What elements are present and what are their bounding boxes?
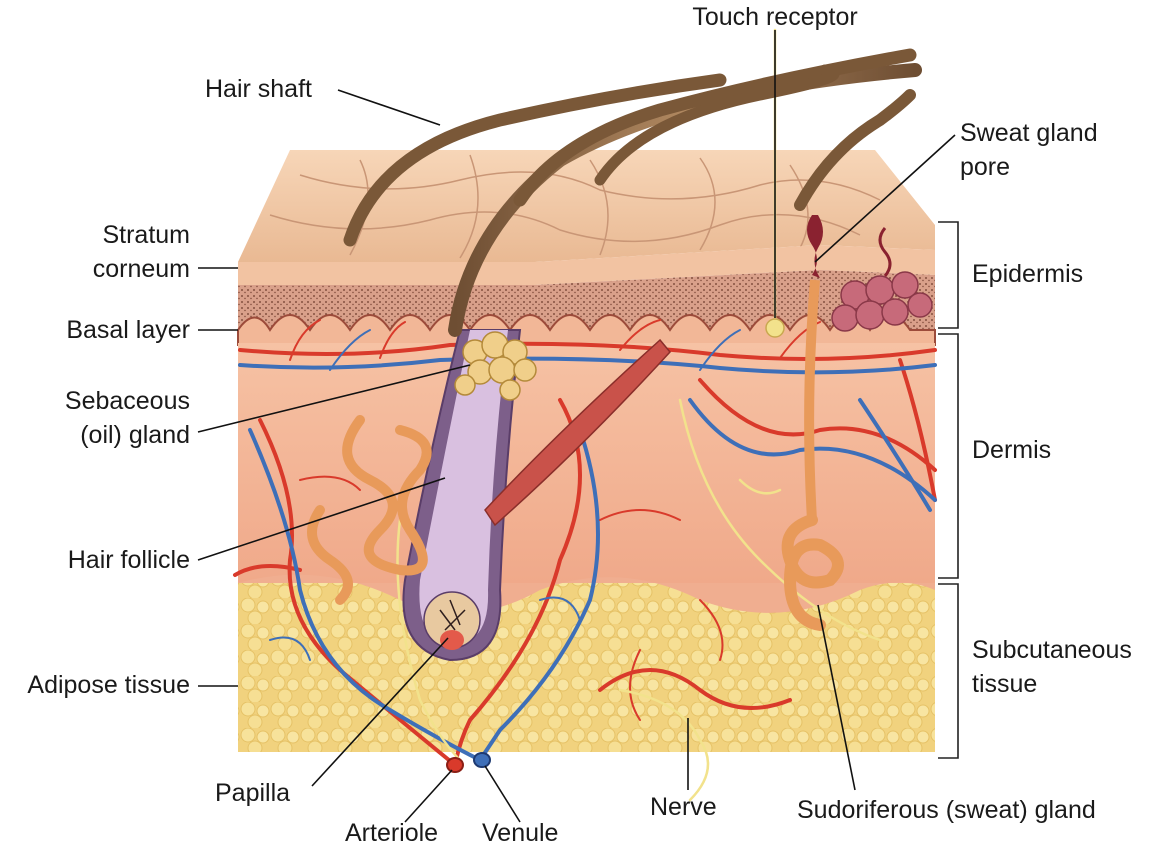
label-subcutaneous-line1: Subcutaneous (972, 636, 1132, 664)
label-sudoriferous-gland: Sudoriferous (sweat) gland (797, 796, 1096, 824)
label-dermis: Dermis (972, 436, 1052, 464)
sebaceous-gland (454, 331, 537, 401)
arrector-muscle (484, 338, 671, 527)
label-stratum-corneum-line2: corneum (92, 255, 190, 283)
sweat-duct (807, 215, 823, 278)
stratum-corneum-layer (238, 245, 935, 285)
label-basal-layer: Basal layer (66, 316, 190, 344)
bracket-dermis (938, 333, 959, 579)
gland-cluster (831, 271, 933, 332)
bracket-epidermis (938, 221, 959, 329)
sweat-gland-coil (781, 514, 844, 631)
arteriole-end (446, 757, 464, 773)
label-sebaceous-line2: (oil) gland (80, 421, 190, 449)
bracket-subcutaneous (938, 583, 959, 759)
label-sweat-gland-pore-line1: Sweat gland (960, 119, 1098, 147)
label-adipose-tissue: Adipose tissue (27, 671, 190, 699)
label-arteriole: Arteriole (345, 819, 439, 847)
label-sebaceous-line1: Sebaceous (64, 387, 190, 415)
label-nerve: Nerve (650, 793, 717, 821)
label-hair-follicle: Hair follicle (67, 546, 190, 574)
label-stratum-corneum-line1: Stratum (102, 221, 190, 249)
touch-receptor (765, 318, 785, 338)
label-hair-shaft: Hair shaft (205, 75, 312, 103)
papilla-shape (440, 630, 464, 650)
skin-surface (238, 150, 935, 262)
label-touch-receptor: Touch receptor (692, 3, 858, 31)
venule-end (473, 752, 491, 768)
label-epidermis: Epidermis (972, 260, 1084, 288)
label-sweat-gland-pore-line2: pore (960, 153, 1011, 181)
label-papilla: Papilla (215, 779, 291, 807)
label-subcutaneous-line2: tissue (972, 670, 1038, 698)
label-venule: Venule (482, 819, 559, 847)
